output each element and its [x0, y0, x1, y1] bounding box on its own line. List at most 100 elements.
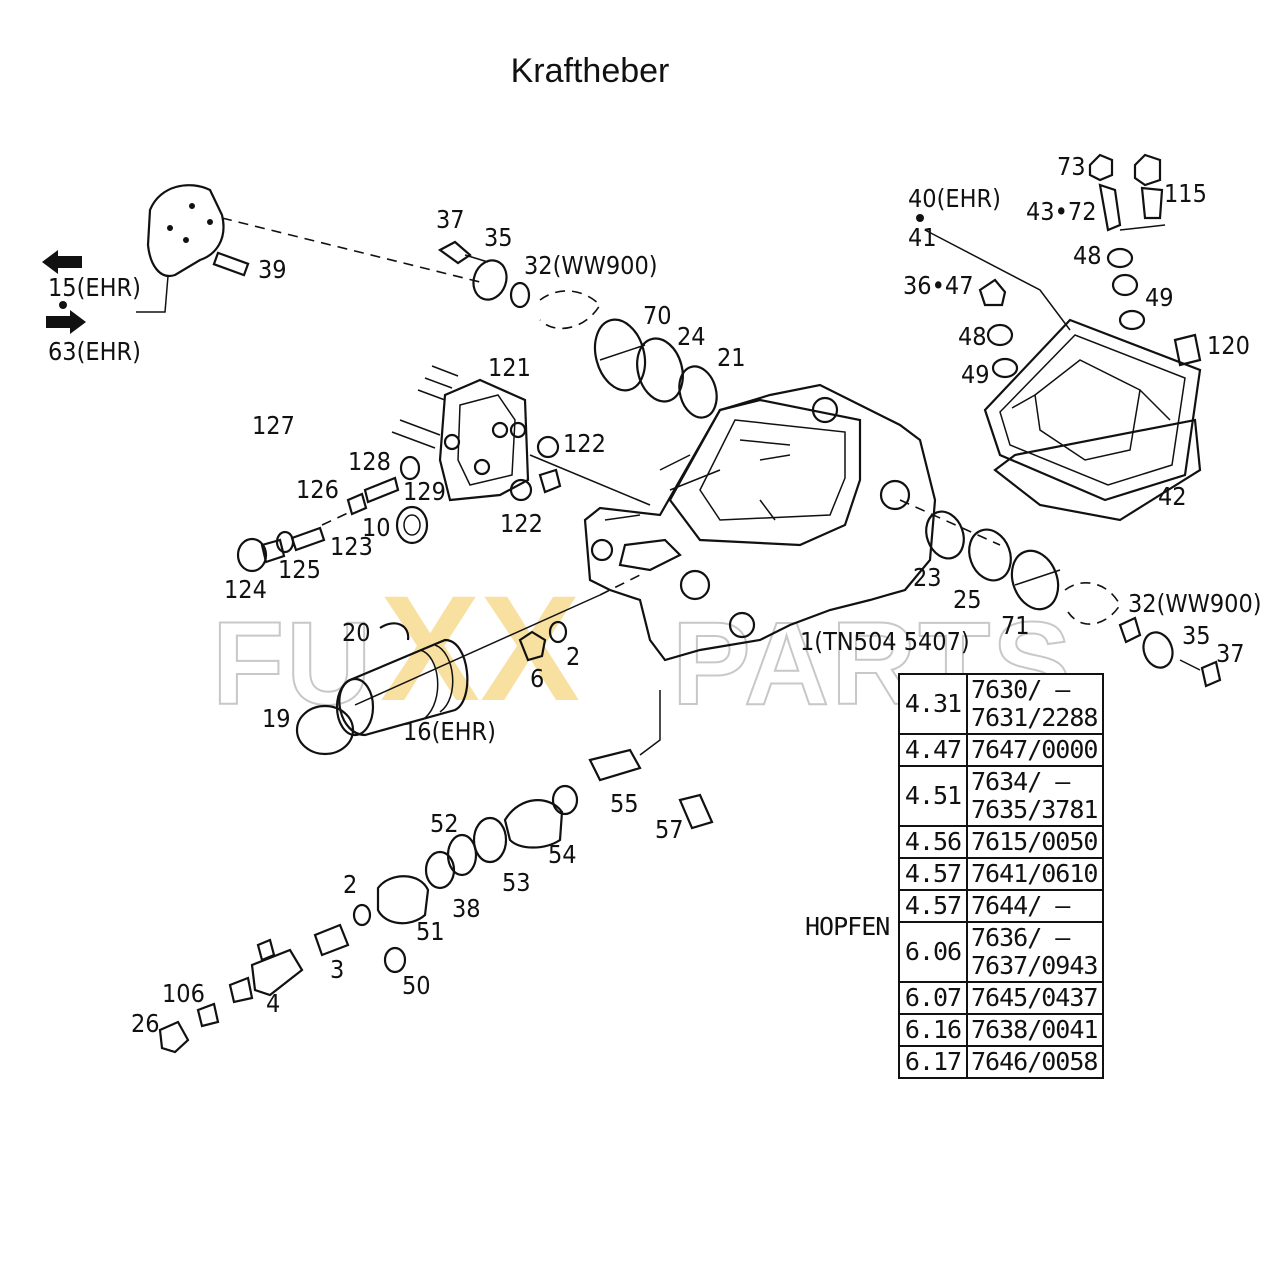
housing: [583, 383, 937, 662]
callout-2a: 2: [566, 642, 580, 671]
part-number: 7634/ —: [971, 767, 1070, 796]
seal-stack-right: [899, 499, 1222, 688]
reference-section: 4.31: [898, 673, 968, 735]
callout-2b: 2: [343, 870, 357, 899]
callout-39: 39: [258, 255, 287, 284]
callout-53: 53: [502, 868, 531, 897]
bolt-6: [518, 620, 568, 662]
reference-section: 6.16: [898, 1013, 968, 1047]
part-number: 7641/0610: [971, 859, 1098, 888]
reference-section: 4.47: [898, 733, 968, 767]
part-number: 7637/0943: [971, 951, 1098, 980]
reference-part-numbers: 7636/ —7637/0943: [966, 921, 1104, 983]
reference-part-numbers: 7615/0050: [966, 825, 1104, 859]
callout-128: 128: [348, 447, 391, 476]
callout-38: 38: [452, 894, 481, 923]
lower-valve-assembly: [158, 690, 714, 1054]
callout-48a: 48: [1073, 241, 1102, 270]
watermark-left: FU: [212, 598, 373, 730]
reference-part-numbers: 7646/0058: [966, 1045, 1104, 1079]
reference-part-numbers: 7638/0041: [966, 1013, 1104, 1047]
callout-73: 73: [1057, 152, 1086, 181]
callout-25: 25: [953, 585, 982, 614]
callout-126: 126: [296, 475, 339, 504]
callout-20: 20: [342, 618, 371, 647]
callout-123: 123: [330, 532, 373, 561]
callout-49b: 49: [961, 360, 990, 389]
callout-32a: 32(WW900): [524, 251, 658, 280]
callout-19: 19: [262, 704, 291, 733]
callout-42: 42: [1158, 482, 1187, 511]
reference-section: 4.57: [898, 889, 968, 923]
reference-section: 4.56: [898, 825, 968, 859]
page-title: Kraftheber: [510, 52, 670, 90]
callout-40: 40(EHR): [908, 184, 1001, 213]
callout-125: 125: [278, 555, 321, 584]
watermark-mid: XX: [380, 564, 580, 732]
seal-stack-left: [437, 240, 718, 419]
callout-36-47: 36•47: [903, 271, 974, 300]
callout-129: 129: [403, 477, 446, 506]
callout-37a: 37: [436, 205, 465, 234]
part-number: 7647/0000: [971, 735, 1098, 764]
callout-35b: 35: [1182, 621, 1211, 650]
callout-23: 23: [913, 563, 942, 592]
callout-122b: 122: [500, 509, 543, 538]
callout-16: 16(EHR): [403, 717, 496, 746]
callout-6: 6: [530, 664, 544, 693]
callout-122a: 122: [563, 429, 606, 458]
callout-57: 57: [655, 815, 684, 844]
plug-stud-row: [236, 455, 429, 573]
reference-part-numbers: 7634/ —7635/3781: [966, 765, 1104, 827]
part-number: 7645/0437: [971, 983, 1098, 1012]
callout-41: 41: [908, 223, 937, 252]
callout-52: 52: [430, 809, 459, 838]
callout-21: 21: [717, 343, 746, 372]
reference-section: 4.57: [898, 857, 968, 891]
callout-50: 50: [402, 971, 431, 1000]
callout-3: 3: [330, 955, 344, 984]
reference-section: 6.17: [898, 1045, 968, 1079]
part-number: 7646/0058: [971, 1047, 1098, 1076]
callout-70: 70: [643, 301, 672, 330]
reference-part-numbers: 7647/0000: [966, 733, 1104, 767]
callout-1: 1(TN504 5407): [800, 627, 970, 656]
callout-15: 15(EHR): [48, 273, 141, 302]
callout-26: 26: [131, 1009, 160, 1038]
reference-section: 6.07: [898, 981, 968, 1015]
callout-63: 63(EHR): [48, 337, 141, 366]
callout-124: 124: [224, 575, 267, 604]
part-number: 7636/ —: [971, 923, 1070, 952]
callout-10: 10: [362, 513, 391, 542]
part-number: 7631/2288: [971, 703, 1098, 732]
part-number: 7615/0050: [971, 827, 1098, 856]
callout-121: 121: [488, 353, 531, 382]
callout-106: 106: [162, 979, 205, 1008]
callout-54: 54: [548, 840, 577, 869]
reference-part-numbers: 7645/0437: [966, 981, 1104, 1015]
callout-55: 55: [610, 789, 639, 818]
top-cover: [924, 229, 1202, 522]
callout-51: 51: [416, 917, 445, 946]
callout-48b: 48: [958, 322, 987, 351]
reference-section: 6.06: [898, 921, 968, 983]
reference-part-numbers: 7641/0610: [966, 857, 1104, 891]
callout-35a: 35: [484, 223, 513, 252]
part-number: 7644/ —: [971, 891, 1070, 920]
reference-part-numbers: 7630/ —7631/2288: [966, 673, 1104, 735]
callout-43-72: 43•72: [1026, 197, 1097, 226]
callout-32b: 32(WW900): [1128, 589, 1262, 618]
cover-plate-15: [136, 184, 481, 313]
callout-4: 4: [266, 989, 280, 1018]
